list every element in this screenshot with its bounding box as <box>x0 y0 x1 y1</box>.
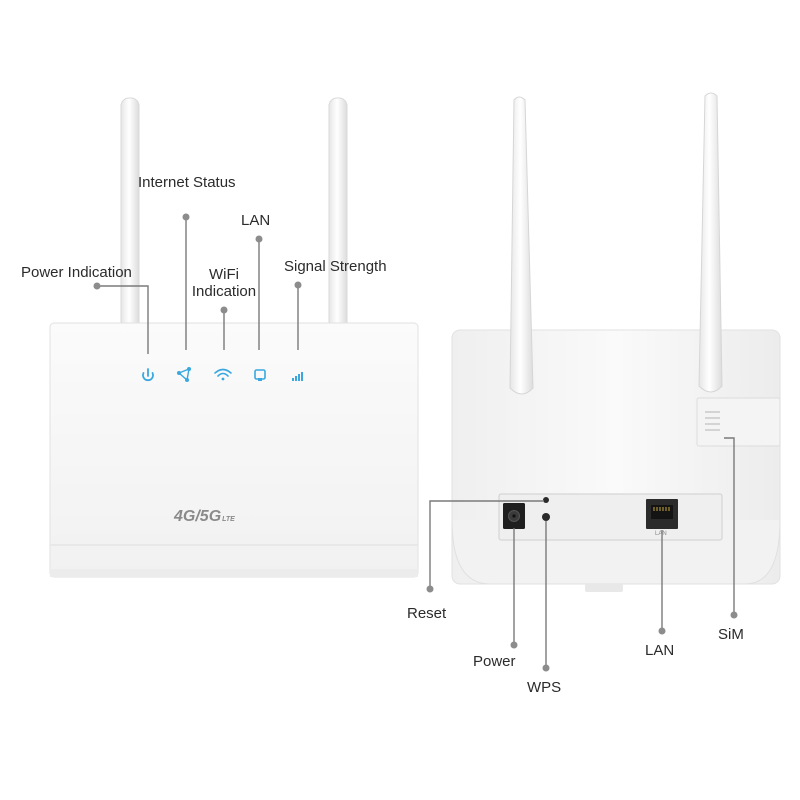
label-wifi-line2: Indication <box>191 283 257 300</box>
label-lan-front: LAN <box>241 212 271 229</box>
wifi-icon <box>214 368 232 381</box>
front-callout-dots <box>93 213 302 314</box>
signal-strength-icon <box>292 372 303 381</box>
label-power-indication: Power Indication <box>21 264 132 281</box>
back-callout-dots <box>426 585 738 672</box>
label-wifi-line1: WiFi <box>209 266 239 283</box>
label-power: Power <box>473 653 516 670</box>
sim-slot <box>696 397 781 447</box>
brand-suffix: LTE <box>222 516 235 523</box>
label-sim: SiM <box>718 626 744 643</box>
label-wifi-indication: WiFi Indication <box>184 266 264 300</box>
back-callouts <box>429 437 735 668</box>
front-antenna-right <box>328 97 348 331</box>
front-antenna-left <box>120 97 140 331</box>
internet-status-icon <box>177 367 191 382</box>
label-reset: Reset <box>407 605 447 622</box>
front-led-icons <box>142 367 303 382</box>
back-antenna-right <box>698 92 723 393</box>
front-router <box>49 97 419 578</box>
wps-button <box>542 513 550 521</box>
label-lan-back: LAN <box>645 642 675 659</box>
front-brand: 4G/5GLTE <box>174 508 235 526</box>
back-router <box>451 92 781 592</box>
brand-model-text: 4G/5G <box>174 508 222 525</box>
label-internet-status: Internet Status <box>138 174 236 191</box>
lan-icon <box>254 369 266 381</box>
front-body <box>49 322 419 578</box>
label-wps: WPS <box>527 679 562 696</box>
front-callouts <box>97 218 299 354</box>
reset-hole <box>543 497 549 503</box>
back-antenna-left <box>509 96 534 395</box>
lan-port-caption: LAN <box>655 531 667 537</box>
label-signal-strength: Signal Strength <box>284 258 387 275</box>
power-icon <box>142 368 154 381</box>
